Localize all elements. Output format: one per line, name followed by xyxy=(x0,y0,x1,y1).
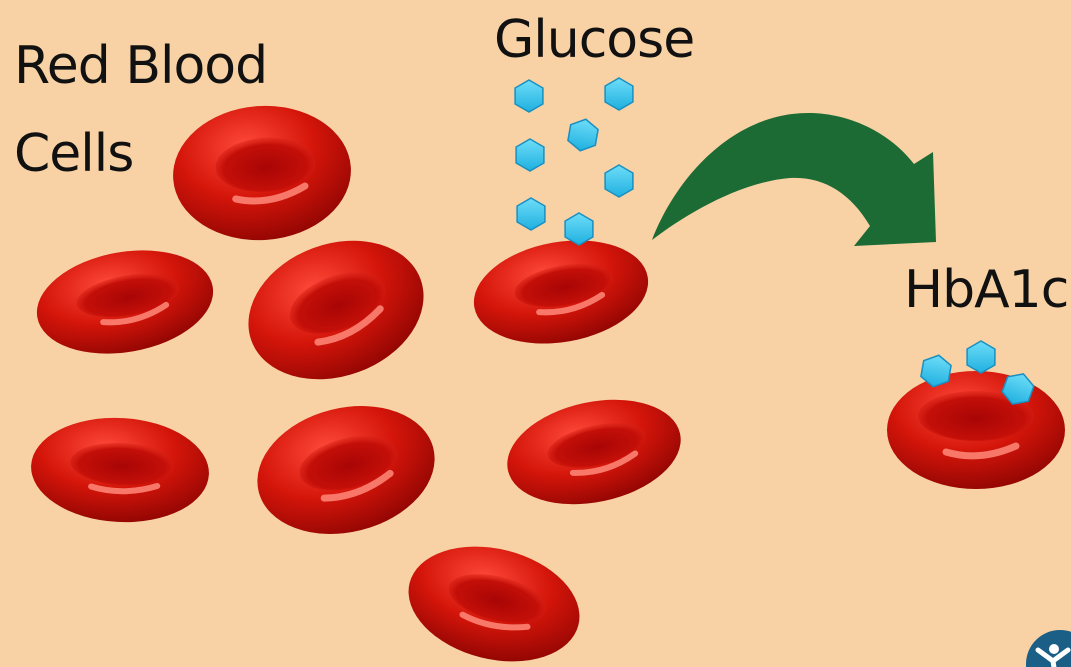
glucose-label: Glucose xyxy=(494,14,694,66)
red-blood-cells-label-line1: Red Blood xyxy=(14,40,267,92)
glucose-molecule-icon xyxy=(516,139,544,171)
glucose-molecule-icon xyxy=(565,213,593,245)
glucose-molecule-icon xyxy=(605,165,633,197)
glucose-molecule-icon xyxy=(517,198,545,230)
glucose-molecule-icon xyxy=(515,80,543,112)
red-blood-cells-label-line2: Cells xyxy=(14,128,133,180)
glucose-molecule-icon xyxy=(605,78,633,110)
hba1c-label: HbA1c xyxy=(904,264,1068,316)
glycated-red-blood-cell xyxy=(887,371,1065,489)
glucose-molecule-icon xyxy=(967,341,995,373)
